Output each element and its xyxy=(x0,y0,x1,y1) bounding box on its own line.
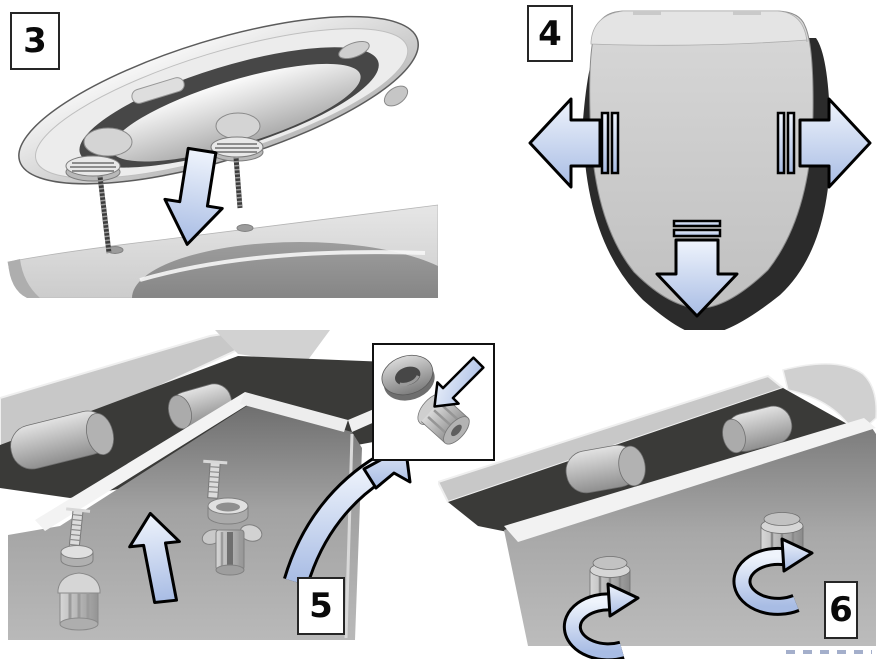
step-number: 3 xyxy=(23,21,47,61)
step-5-illustration xyxy=(0,330,438,640)
step-number-box-5: 5 xyxy=(297,577,345,635)
mounting-hole xyxy=(236,224,254,232)
lid-top-view xyxy=(583,10,831,330)
expansion-plug xyxy=(57,572,101,631)
hinge-pin xyxy=(565,444,646,494)
toilet-seat-lid xyxy=(18,15,419,185)
lid-bumper xyxy=(338,40,370,60)
washer-nut xyxy=(60,545,94,567)
up-arrow-icon xyxy=(128,511,181,604)
expansion-fitting xyxy=(201,524,263,576)
step-number-box-3: 3 xyxy=(10,12,60,70)
rotation-arrow-icon xyxy=(732,537,814,616)
hinge-pin xyxy=(722,405,793,454)
mounting-bolt xyxy=(97,175,112,254)
down-arrow-icon xyxy=(655,219,739,318)
step-number-box-6: 6 xyxy=(824,581,858,639)
inset-detail-box xyxy=(372,343,495,461)
left-arrow-icon xyxy=(528,97,620,189)
hinge-bolt-assembly xyxy=(210,112,264,209)
fixing-screw xyxy=(203,459,228,499)
lid-bumper xyxy=(383,85,409,107)
toilet-bowl xyxy=(0,204,438,330)
cropped-print-code-fragment xyxy=(786,650,872,654)
step-number-box-4: 4 xyxy=(527,5,573,62)
washer-nut xyxy=(207,497,249,525)
rotation-arrow-icon xyxy=(562,582,640,659)
hinge-cover-band xyxy=(590,10,808,46)
up-left-arrow-icon xyxy=(433,356,485,408)
hinge-pin xyxy=(10,410,114,470)
down-arrow-icon xyxy=(163,146,224,246)
step-6-illustration xyxy=(438,363,877,659)
right-arrow-icon xyxy=(776,97,872,189)
hinge-bolt-assembly xyxy=(65,127,133,254)
step-4-illustration xyxy=(528,10,872,330)
step-number: 4 xyxy=(538,13,562,54)
ring-nut xyxy=(381,354,435,401)
inset-detail-art xyxy=(381,354,485,445)
step-number: 5 xyxy=(309,586,333,626)
lid-slot-detail xyxy=(131,77,185,104)
step-3-illustration xyxy=(0,15,438,330)
fixing-screw xyxy=(65,507,91,549)
step-number: 6 xyxy=(829,590,853,630)
